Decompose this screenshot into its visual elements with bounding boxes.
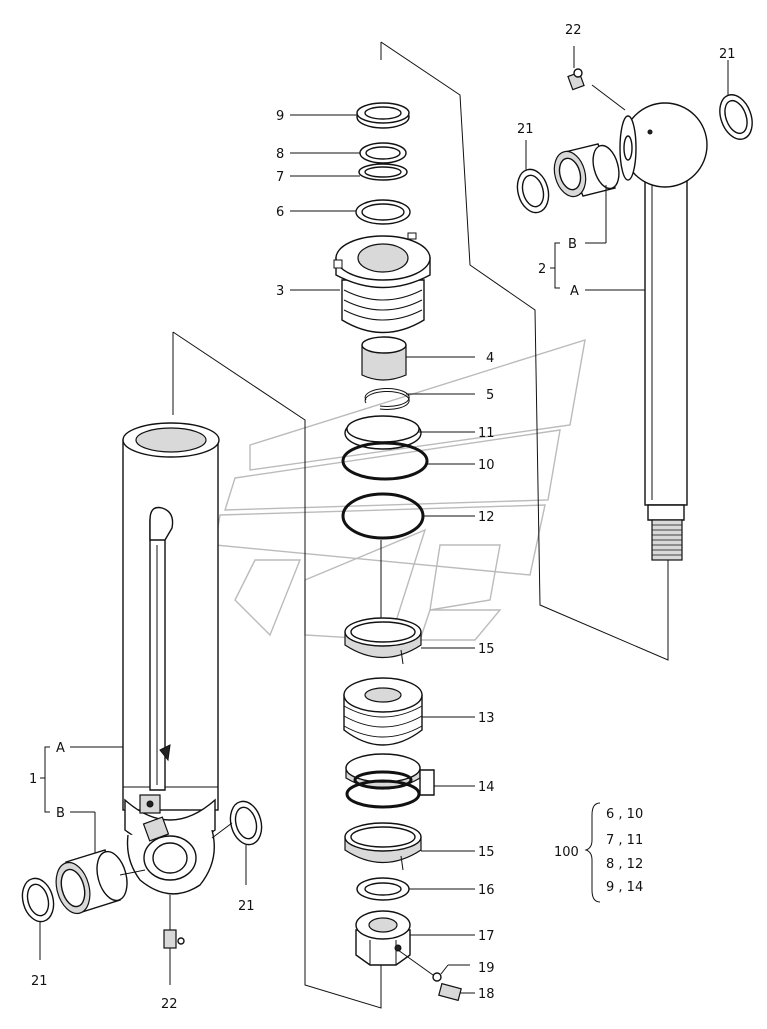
grease-nipple-bottom: [163, 929, 185, 985]
label-15-upper: 15: [478, 642, 495, 657]
label-9: 9: [276, 109, 284, 124]
part-8-seal: [290, 142, 407, 164]
label-21-bottom: 21: [31, 974, 48, 989]
part-11-backup-ring: [344, 415, 475, 450]
seal-ring-top-right: [719, 60, 753, 140]
rod-assembly: [619, 102, 708, 561]
label-22-bottom: 22: [161, 997, 178, 1012]
part-14-piston-seal: [345, 753, 475, 809]
rod-callout-bracket: [550, 242, 645, 291]
label-21-cylinder: 21: [238, 899, 255, 914]
part-13-piston: [343, 677, 475, 746]
assembly-guide-lines: [169, 41, 669, 1009]
kit-row-4: 9 , 14: [606, 880, 643, 895]
label-14: 14: [478, 780, 495, 795]
label-2-A: A: [570, 284, 579, 299]
label-17: 17: [478, 929, 495, 944]
label-13: 13: [478, 711, 495, 726]
part-15-wear-ring-upper: [344, 617, 475, 665]
kit-brace: [584, 802, 601, 903]
kit-row-1: 6 , 10: [606, 807, 643, 822]
part-19-steel-ball: [397, 949, 470, 982]
kit-row-3: 8 , 12: [606, 857, 643, 872]
label-19: 19: [478, 961, 495, 976]
part-5-snap-ring: [364, 388, 475, 410]
label-21-rod: 21: [517, 122, 534, 137]
kit-row-2: 7 , 11: [606, 833, 643, 848]
label-11: 11: [478, 426, 495, 441]
label-15-lower: 15: [478, 845, 495, 860]
label-4: 4: [486, 351, 494, 366]
label-3: 3: [276, 284, 284, 299]
part-17-nut: [355, 910, 475, 966]
part-labels: 22 21 9 8 7 6 3 21 2 B A 4 5 11 10 12 15…: [29, 23, 736, 1012]
part-3-rod-cover: [290, 232, 431, 334]
label-12: 12: [478, 510, 495, 525]
label-5: 5: [486, 388, 494, 403]
grease-nipple-top: [567, 46, 626, 111]
label-2: 2: [538, 262, 546, 277]
label-18: 18: [478, 987, 495, 1002]
label-1: 1: [29, 772, 37, 787]
seal-ring-rod-side: [516, 140, 550, 214]
part-15-wear-ring-lower: [344, 822, 475, 871]
label-1-B: B: [56, 806, 65, 821]
repair-kit-table: 100 6 , 10 7 , 11 8 , 12 9 , 14: [554, 807, 643, 895]
label-10: 10: [478, 458, 495, 473]
part-7-ring: [290, 163, 408, 181]
label-16: 16: [478, 883, 495, 898]
part-12-oring: [341, 492, 475, 540]
cylinder-callout-bracket: [40, 746, 123, 855]
seal-ring-cylinder-right: [211, 800, 263, 885]
kit-number: 100: [554, 845, 579, 860]
part-10-oring: [341, 441, 475, 481]
part-9-dust-seal: [290, 102, 410, 129]
cylinder-tube: [122, 422, 220, 895]
label-21-top-right: 21: [719, 47, 736, 62]
label-8: 8: [276, 147, 284, 162]
part-16-washer: [356, 877, 475, 901]
part-6-oring: [290, 199, 411, 225]
cylinder-bushing: [55, 849, 146, 915]
watermark-logo: [214, 338, 586, 641]
seal-ring-bottom-left: [21, 877, 55, 960]
label-2-B: B: [568, 237, 577, 252]
label-1-A: A: [56, 741, 65, 756]
part-4-bushing: [361, 336, 475, 381]
label-6: 6: [276, 205, 284, 220]
label-7: 7: [276, 170, 284, 185]
rod-bushing: [553, 143, 620, 244]
part-18-set-screw: [438, 982, 475, 1002]
label-22-top: 22: [565, 23, 582, 38]
